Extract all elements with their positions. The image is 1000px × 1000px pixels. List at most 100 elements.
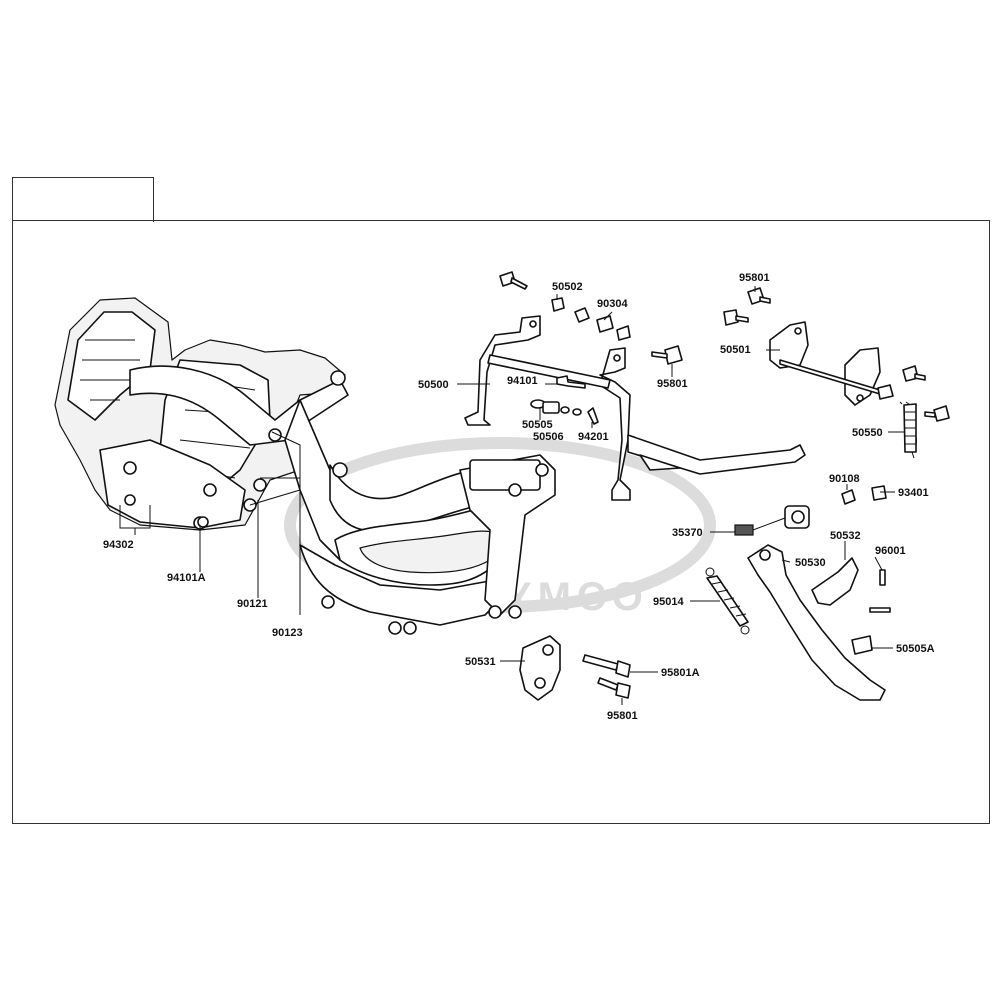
label-93401: 93401 bbox=[898, 487, 929, 499]
label-94101A: 94101A bbox=[167, 572, 206, 584]
center-stand-pivot-hole bbox=[529, 320, 537, 328]
frame-bolt-icon bbox=[535, 463, 549, 477]
label-50530: 50530 bbox=[795, 557, 826, 569]
label-94302: 94302 bbox=[103, 539, 134, 551]
label-35370: 35370 bbox=[672, 527, 703, 539]
leader-lines bbox=[119, 286, 904, 705]
hex-bolt-icon bbox=[933, 405, 950, 422]
hex-bolt-icon bbox=[615, 660, 631, 678]
frame-bolt-icon bbox=[123, 461, 137, 475]
label-90304: 90304 bbox=[597, 298, 628, 310]
washer-icon bbox=[560, 406, 570, 414]
pin-icon bbox=[869, 607, 891, 613]
bolt-shank-icon bbox=[735, 315, 749, 323]
pin-icon bbox=[879, 569, 886, 586]
center-stand-gusset bbox=[639, 454, 681, 471]
label-50500: 50500 bbox=[418, 379, 449, 391]
engine-mount-block bbox=[99, 439, 246, 529]
nut-icon bbox=[616, 325, 631, 341]
label-50506: 50506 bbox=[533, 431, 564, 443]
frame-rear-crossmember bbox=[469, 459, 541, 491]
center-stand-right-leg bbox=[599, 347, 631, 501]
bolt-shank-icon bbox=[651, 351, 668, 359]
label-50532: 50532 bbox=[830, 530, 861, 542]
hex-bolt-icon bbox=[841, 489, 856, 505]
bracket-hole bbox=[534, 677, 546, 689]
frame-bolt-icon bbox=[403, 621, 417, 635]
frame-bolt-icon bbox=[203, 483, 217, 497]
switch-wire bbox=[752, 517, 786, 531]
frame-bolt-icon bbox=[321, 595, 335, 609]
label-50531: 50531 bbox=[465, 656, 496, 668]
label-90121: 90121 bbox=[237, 598, 268, 610]
label-90123: 90123 bbox=[272, 627, 303, 639]
label-94101: 94101 bbox=[507, 375, 538, 387]
bolt-shank-icon bbox=[924, 411, 936, 418]
center-stand-pivot-hole bbox=[613, 354, 621, 362]
center-stand bbox=[464, 315, 806, 501]
side-stand-leg bbox=[747, 544, 886, 701]
side-stand-plate bbox=[811, 557, 859, 606]
nut-icon bbox=[877, 384, 894, 400]
side-stand-pivot bbox=[759, 549, 771, 561]
stand-bracket bbox=[723, 287, 950, 459]
label-50505A: 50505A bbox=[896, 643, 935, 655]
bracket-left-plate bbox=[769, 321, 809, 369]
bolt-icon bbox=[556, 375, 586, 389]
frame-bolt-icon bbox=[124, 494, 136, 506]
side-stand-assembly bbox=[519, 485, 891, 701]
label-95801-bot: 95801 bbox=[607, 710, 638, 722]
label-95801-top: 95801 bbox=[739, 272, 770, 284]
frame-bolt-icon bbox=[488, 605, 502, 619]
frame-rear-section bbox=[459, 454, 556, 616]
label-94201: 94201 bbox=[578, 431, 609, 443]
label-95801-mid: 95801 bbox=[657, 378, 688, 390]
side-stand-spring-icon bbox=[706, 575, 749, 627]
hex-bolt-icon bbox=[615, 682, 631, 699]
stand-hardware bbox=[499, 271, 683, 425]
steering-head bbox=[67, 311, 156, 421]
frame-bolt-icon bbox=[332, 462, 348, 478]
hex-bolt-icon bbox=[723, 309, 739, 326]
nut-icon bbox=[596, 315, 614, 333]
main-frame bbox=[54, 297, 556, 635]
bracket-hole bbox=[856, 394, 864, 402]
diagram-frame bbox=[12, 220, 990, 824]
label-50502: 50502 bbox=[552, 281, 583, 293]
label-50505: 50505 bbox=[522, 419, 553, 431]
label-96001: 96001 bbox=[875, 545, 906, 557]
switch-hole bbox=[791, 510, 805, 524]
frame-lower-cradle bbox=[299, 544, 501, 626]
frame-bolt-icon bbox=[197, 516, 209, 528]
rubber-stop-icon bbox=[851, 635, 873, 655]
center-stand-crossbar bbox=[487, 354, 611, 389]
bolt-shank-icon bbox=[914, 373, 926, 381]
frame-bolt-icon bbox=[330, 370, 346, 386]
frame-bolt-icon bbox=[508, 605, 522, 619]
cotter-pin-icon bbox=[587, 407, 599, 425]
bushing-icon bbox=[542, 401, 560, 414]
bolt-shank-icon bbox=[759, 296, 771, 304]
side-stand-bracket bbox=[519, 635, 561, 701]
label-95014: 95014 bbox=[653, 596, 684, 608]
connector-icon bbox=[734, 524, 754, 536]
label-50501: 50501 bbox=[720, 344, 751, 356]
frame-bolt-icon bbox=[388, 621, 402, 635]
header-tab bbox=[12, 177, 154, 222]
label-50550: 50550 bbox=[852, 427, 883, 439]
nut-icon bbox=[871, 485, 887, 501]
nut-icon bbox=[574, 307, 590, 323]
bolt-shank-icon bbox=[582, 654, 619, 671]
bracket-hole bbox=[542, 644, 554, 656]
frame-bolt-icon bbox=[253, 478, 267, 492]
label-95801A: 95801A bbox=[661, 667, 700, 679]
spring-hook bbox=[740, 625, 750, 635]
spring-hook bbox=[705, 567, 715, 577]
bolt-shank-icon bbox=[597, 677, 619, 691]
bracket-hole bbox=[794, 327, 802, 335]
part-labels: 50502 90304 95801 50501 50500 94101 9580… bbox=[103, 272, 935, 722]
bolt-shank-icon bbox=[510, 277, 528, 290]
washer-icon bbox=[572, 408, 582, 416]
